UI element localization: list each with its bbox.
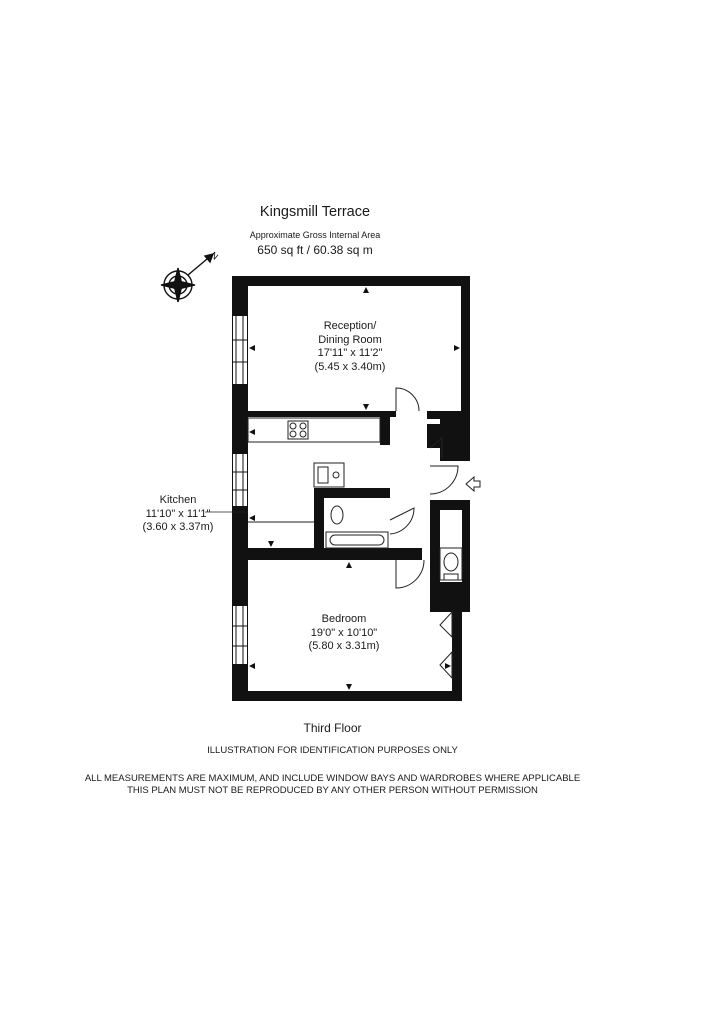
kitchen-fittings <box>247 417 381 523</box>
disclaimer-line: THIS PLAN MUST NOT BE REPRODUCED BY ANY … <box>127 785 538 796</box>
bathroom-fittings <box>325 505 463 581</box>
entrance-arrow-icon <box>465 475 481 493</box>
interior-walls <box>248 411 470 648</box>
dimension-markers <box>249 287 460 690</box>
room-kitchen: Kitchen 11'10" x 11'1" (3.60 x 3.37m) <box>128 494 228 535</box>
room-bedroom: Bedroom 19'0" x 10'10" (5.80 x 3.31m) <box>294 613 394 654</box>
plan-title: Kingsmill Terrace <box>259 204 371 220</box>
area-value: 650 sq ft / 60.38 sq m <box>257 243 373 257</box>
room-dimensions-imperial: 19'0" x 10'10" <box>310 626 378 639</box>
compass-north-letter: N <box>209 250 220 262</box>
compass-rose-icon <box>160 252 215 303</box>
room-name: Reception/ <box>323 320 377 332</box>
room-name: Dining Room <box>318 333 382 346</box>
disclaimer-line: ALL MEASUREMENTS ARE MAXIMUM, AND INCLUD… <box>84 773 581 784</box>
doors <box>389 387 459 680</box>
disclaimer-identification: ILLUSTRATION FOR IDENTIFICATION PURPOSES… <box>207 745 458 756</box>
room-name: Bedroom <box>321 613 367 625</box>
windows <box>233 316 247 664</box>
room-dimensions-imperial: 17'11" x 11'2" <box>317 347 383 359</box>
room-reception-dining: Reception/ Dining Room 17'11" x 11'2" (5… <box>300 320 400 374</box>
room-name: Kitchen <box>159 494 197 506</box>
room-dimensions-imperial: 11'10" x 11'1" <box>145 507 211 520</box>
room-dimensions-metric: (5.80 x 3.31m) <box>308 640 380 652</box>
floor-label: Third Floor <box>303 721 362 735</box>
room-dimensions-metric: (3.60 x 3.37m) <box>142 521 214 533</box>
disclaimer-measurements: ALL MEASUREMENTS ARE MAXIMUM, AND INCLUD… <box>0 773 665 797</box>
room-dimensions-metric: (5.45 x 3.40m) <box>314 360 386 373</box>
area-label: Approximate Gross Internal Area <box>249 230 381 240</box>
